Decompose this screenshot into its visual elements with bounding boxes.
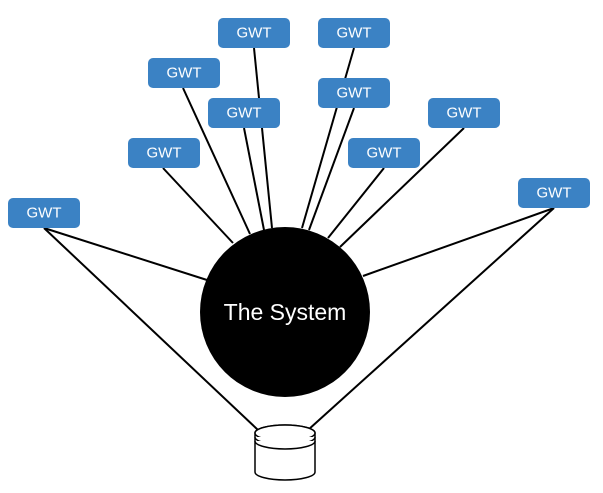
gwt-label: GWT bbox=[27, 205, 62, 222]
connector-gwt-4 bbox=[243, 127, 265, 231]
gwt-node[interactable]: GWT bbox=[318, 18, 390, 48]
gwt-node[interactable]: GWT bbox=[218, 18, 290, 48]
gwt-box bbox=[208, 98, 280, 128]
connector-gwt-2 bbox=[162, 167, 234, 244]
connector-db-right bbox=[307, 207, 555, 431]
gwt-node[interactable]: GWT bbox=[318, 78, 390, 108]
gwt-node[interactable]: GWT bbox=[8, 198, 80, 228]
connector-gwt-1 bbox=[43, 227, 208, 281]
gwt-node[interactable]: GWT bbox=[148, 58, 220, 88]
gwt-box bbox=[218, 18, 290, 48]
connector-gwt-10 bbox=[362, 207, 555, 277]
gwt-label: GWT bbox=[337, 25, 372, 42]
connector-gwt-3 bbox=[182, 87, 251, 235]
system-label: The System bbox=[224, 299, 347, 325]
database-ring-2 bbox=[254, 440, 316, 450]
gwt-box bbox=[348, 138, 420, 168]
gwt-label: GWT bbox=[237, 25, 272, 42]
system-node[interactable]: The System bbox=[200, 227, 370, 397]
gwt-label: GWT bbox=[147, 145, 182, 162]
gwt-box bbox=[518, 178, 590, 208]
gwt-box bbox=[318, 18, 390, 48]
gwt-box bbox=[8, 198, 80, 228]
gwt-label: GWT bbox=[447, 105, 482, 122]
connector-gwt-8 bbox=[327, 167, 385, 239]
gwt-box bbox=[148, 58, 220, 88]
connector-db-left bbox=[43, 227, 259, 431]
connector-gwt-7 bbox=[308, 107, 355, 231]
gwt-label: GWT bbox=[337, 85, 372, 102]
connector-gwt-9 bbox=[339, 127, 465, 248]
gwt-box bbox=[428, 98, 500, 128]
gwt-box bbox=[318, 78, 390, 108]
gwt-node[interactable]: GWT bbox=[128, 138, 200, 168]
connector-gwt-6 bbox=[301, 47, 355, 229]
system-circle bbox=[200, 227, 370, 397]
connector-gwt-5 bbox=[253, 47, 273, 229]
database-icon[interactable] bbox=[254, 424, 316, 481]
gwt-label: GWT bbox=[167, 65, 202, 82]
gwt-node[interactable]: GWT bbox=[428, 98, 500, 128]
gwt-label: GWT bbox=[367, 145, 402, 162]
database-connectors bbox=[43, 207, 555, 431]
gwt-node[interactable]: GWT bbox=[348, 138, 420, 168]
gwt-box bbox=[128, 138, 200, 168]
gwt-label: GWT bbox=[537, 185, 572, 202]
gwt-node[interactable]: GWT bbox=[208, 98, 280, 128]
gwt-label: GWT bbox=[227, 105, 262, 122]
gwt-node[interactable]: GWT bbox=[518, 178, 590, 208]
